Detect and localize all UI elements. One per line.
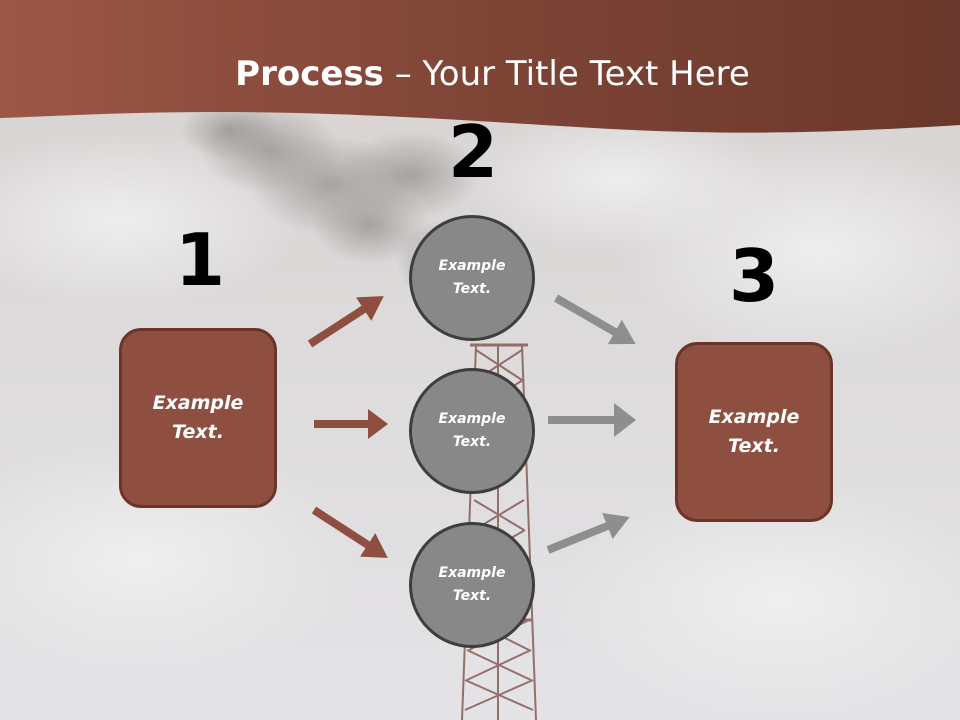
circle-text-line: Text. <box>452 281 492 297</box>
arrow-from-top-circle <box>554 294 636 345</box>
arrow-shaft <box>307 303 370 348</box>
step-number-2: 2 <box>447 110 499 194</box>
arrow-head <box>368 409 388 439</box>
arrow-head <box>360 533 388 558</box>
title-separator: – <box>383 54 423 94</box>
arrow-from-middle-circle <box>548 403 636 437</box>
circle-text-line: Example <box>438 411 506 427</box>
box-text-line: Text. <box>172 421 224 443</box>
step-3-box: Example Text. <box>675 342 833 522</box>
arrow-head <box>607 319 636 345</box>
arrow-shaft <box>548 416 616 424</box>
step-1-box: Example Text. <box>119 328 277 508</box>
circle-text-line: Example <box>438 565 506 581</box>
arrow-to-middle-circle <box>314 409 388 439</box>
arrow-shaft <box>554 294 621 338</box>
arrow-shaft <box>546 520 613 554</box>
box-text-line: Example <box>708 406 800 428</box>
step-number-3: 3 <box>728 234 780 318</box>
circle-bottom-text: Example Text. <box>439 562 506 608</box>
arrow-head <box>614 403 636 437</box>
step-3-box-text: Example Text. <box>709 403 800 461</box>
title-subtext: Your Title Text Here <box>422 54 750 94</box>
arrow-to-bottom-circle <box>311 506 388 558</box>
step-2-circle-middle: Example Text. <box>409 368 535 494</box>
step-2-circle-bottom: Example Text. <box>409 522 535 648</box>
step-number-1: 1 <box>174 218 226 302</box>
page-title: Process – Your Title Text Here <box>0 52 960 96</box>
step-2-circle-top: Example Text. <box>409 215 535 341</box>
arrow-head <box>602 513 630 540</box>
circle-middle-text: Example Text. <box>439 408 506 454</box>
arrow-shaft <box>311 506 374 551</box>
arrow-head <box>356 296 384 321</box>
circle-text-line: Text. <box>452 434 492 450</box>
box-text-line: Example <box>152 392 244 414</box>
title-bold: Process <box>235 54 384 94</box>
arrow-shaft <box>314 420 370 428</box>
box-text-line: Text. <box>728 435 780 457</box>
arrow-to-top-circle <box>307 296 384 348</box>
circle-text-line: Example <box>438 258 506 274</box>
circle-text-line: Text. <box>452 588 492 604</box>
arrow-from-bottom-circle <box>546 513 630 554</box>
circle-top-text: Example Text. <box>439 255 506 301</box>
step-1-box-text: Example Text. <box>153 389 244 447</box>
